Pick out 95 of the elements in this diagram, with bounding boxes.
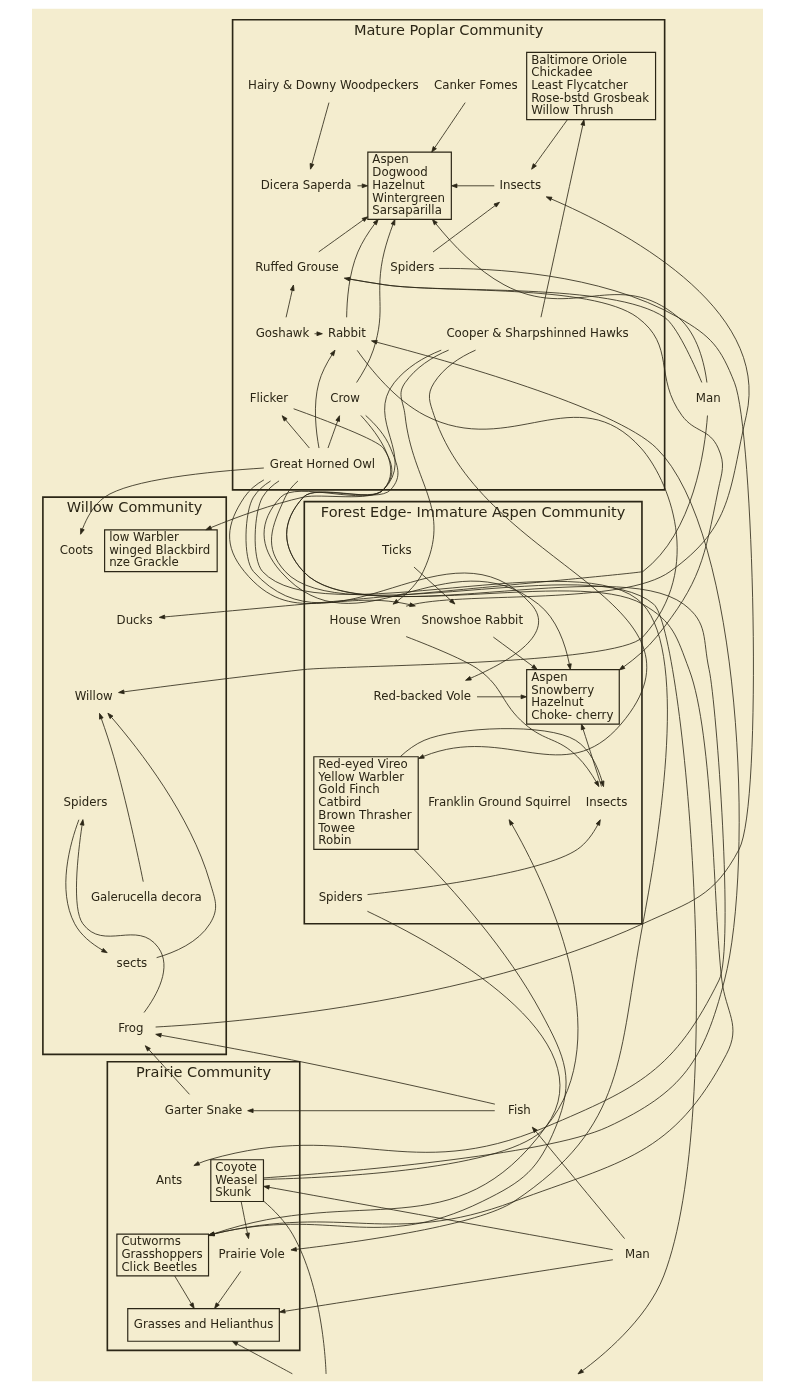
arrow: [285, 284, 294, 318]
arrow: [405, 196, 749, 607]
arrow: [144, 1045, 190, 1095]
node-text: Prairie Vole: [218, 1247, 285, 1262]
arrow: [262, 339, 740, 1179]
arrow: [254, 480, 668, 1252]
arrow: [173, 1275, 195, 1309]
arrow: [270, 480, 696, 1375]
arrow: [314, 349, 335, 449]
arrow: [580, 723, 602, 787]
arrow: [431, 219, 707, 383]
arrow: [107, 712, 216, 959]
node-text: Spiders: [63, 795, 108, 810]
node-text: Franklin Ground Squirrel: [427, 795, 571, 810]
arrow: [309, 102, 329, 170]
node-box: Aspen Snowberry Hazelnut Choke- cherry: [525, 669, 620, 725]
arrow: [417, 349, 647, 759]
arrow: [343, 277, 723, 671]
arrow: [540, 119, 585, 318]
arrow: [317, 216, 368, 253]
node-text: Cooper & Sharpshinned Hawks: [445, 325, 629, 340]
arrow: [117, 350, 678, 695]
arrow: [531, 1126, 625, 1240]
arrow: [79, 467, 264, 535]
arrow: [263, 415, 572, 670]
node-text: Hairy & Downy Woodpeckers: [247, 78, 419, 93]
arrow: [213, 1271, 241, 1309]
node-text: Flicker: [249, 391, 288, 406]
connector: [262, 1200, 326, 1375]
arrow: [366, 819, 601, 895]
node-box: Cutworms Grasshoppers Click Beetles: [115, 1233, 209, 1277]
node-box: Aspen Dogwood Hazelnut Wintergreen Sarsaparilla: [366, 151, 452, 220]
arrow: [432, 201, 500, 253]
node-text: Red-backed Vole: [373, 688, 471, 703]
arrow: [327, 415, 340, 449]
arrow: [278, 1259, 613, 1314]
arrow: [231, 1340, 293, 1375]
arrow: [313, 331, 323, 337]
node-text: sects: [116, 955, 147, 970]
node-text: Ducks: [116, 612, 153, 627]
node-text: Coots: [59, 542, 93, 557]
arrow: [343, 276, 702, 383]
arrow: [413, 566, 455, 605]
arrow: [345, 219, 379, 318]
node-text: Willow: [74, 688, 113, 703]
arrow: [245, 480, 539, 681]
arrow: [356, 183, 368, 189]
arrow: [476, 694, 527, 700]
arrow: [262, 819, 578, 1180]
node-text: Galerucella decora: [90, 890, 202, 905]
arrow: [405, 636, 599, 787]
node-text: Insects: [585, 795, 627, 810]
arrow: [492, 636, 538, 670]
arrow: [399, 728, 604, 788]
node-text: Goshawk: [255, 325, 309, 340]
node-text: Canker Fomes: [433, 78, 518, 93]
node-text: Frog: [117, 1021, 144, 1036]
node-text: Dicera Saperda: [260, 177, 351, 192]
connector: [154, 268, 754, 1028]
node-text: Snowshoe Rabbit: [420, 612, 523, 627]
node-text: Spiders: [389, 260, 434, 275]
node-text: Fish: [507, 1102, 531, 1117]
arrow: [530, 119, 568, 170]
arrow: [430, 102, 466, 153]
arrow: [281, 415, 310, 449]
arrow: [240, 1201, 250, 1239]
arrow: [207, 910, 560, 1237]
node-text: Man: [695, 391, 721, 406]
arrow: [98, 712, 144, 883]
node-text: Ticks: [381, 542, 412, 557]
node-box: Baltimore Oriole Chickadee Least Flycatcher Rose-bstd Grosbeak Willow Thrush: [525, 51, 656, 121]
arrow: [64, 819, 108, 954]
node-text: Great Horned Owl: [269, 456, 375, 471]
node-text: Ants: [155, 1172, 182, 1187]
node-text: Garter Snake: [164, 1102, 242, 1117]
node-text: Man: [624, 1247, 650, 1262]
node-box: Coyote Weasel Skunk: [209, 1159, 264, 1203]
arrow: [450, 183, 495, 189]
node-text: Rabbit: [327, 325, 366, 340]
arrow: [262, 1185, 613, 1251]
arrow: [355, 219, 395, 383]
node-text: Spiders: [318, 890, 363, 905]
arrow: [158, 415, 708, 620]
node-box: Red-eyed Vireo Yellow Warbler Gold Finch Catbird Brown Thrasher Towee Robin: [312, 756, 419, 850]
node-text: Ruffed Grouse: [254, 260, 339, 275]
node-text: Crow: [329, 391, 360, 406]
node-box: Grasses and Helianthus: [126, 1308, 280, 1342]
node-box: low Warbler winged Blackbird nze Grackle: [103, 529, 218, 573]
node-text: House Wren: [329, 612, 401, 627]
node-text: Insects: [499, 177, 541, 192]
arrow: [204, 349, 442, 531]
arrow: [75, 819, 164, 1013]
arrow: [207, 849, 566, 1237]
arrow: [154, 1033, 495, 1105]
arrow: [246, 1108, 495, 1114]
